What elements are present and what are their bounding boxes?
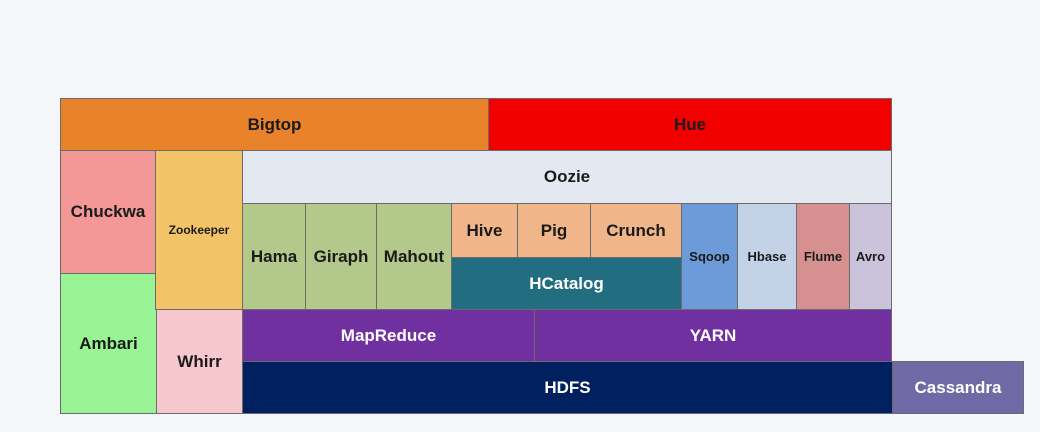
hdfs-block: HDFS — [242, 361, 893, 414]
hdfs-label: HDFS — [544, 377, 591, 397]
zookeeper-block: Zookeeper — [155, 150, 243, 310]
sqoop-block: Sqoop — [681, 203, 738, 310]
crunch-block: Crunch — [590, 203, 682, 258]
zookeeper-label: Zookeeper — [168, 223, 230, 237]
hive-label: Hive — [466, 220, 503, 240]
flume-label: Flume — [803, 249, 843, 264]
hcatalog-block: HCatalog — [451, 257, 682, 310]
cassandra-block: Cassandra — [892, 361, 1024, 414]
whirr-label: Whirr — [177, 351, 222, 371]
crunch-label: Crunch — [606, 220, 666, 240]
whirr-block: Whirr — [156, 309, 243, 414]
mahout-label: Mahout — [383, 246, 445, 266]
hbase-block: Hbase — [737, 203, 797, 310]
ambari-label: Ambari — [79, 333, 138, 353]
avro-label: Avro — [855, 249, 886, 264]
hcatalog-label: HCatalog — [529, 273, 604, 293]
yarn-block: YARN — [534, 309, 892, 362]
oozie-block: Oozie — [242, 150, 892, 204]
mapreduce-label: MapReduce — [340, 325, 437, 345]
giraph-block: Giraph — [305, 203, 377, 310]
hue-block: Hue — [488, 98, 892, 151]
chuckwa-label: Chuckwa — [70, 202, 146, 221]
giraph-label: Giraph — [313, 246, 369, 266]
ambari-block: Ambari — [60, 273, 157, 414]
avro-block: Avro — [849, 203, 892, 310]
hama-label: Hama — [250, 246, 298, 266]
hbase-label: Hbase — [747, 249, 787, 264]
hama-block: Hama — [242, 203, 306, 310]
hive-block: Hive — [451, 203, 518, 258]
cassandra-label: Cassandra — [914, 377, 1002, 397]
flume-block: Flume — [796, 203, 850, 310]
oozie-label: Oozie — [543, 167, 591, 186]
chuckwa-block: Chuckwa — [60, 150, 156, 274]
hue-label: Hue — [673, 114, 707, 134]
mahout-block: Mahout — [376, 203, 452, 310]
yarn-label: YARN — [689, 325, 737, 345]
bigtop-block: Bigtop — [60, 98, 489, 151]
mapreduce-block: MapReduce — [242, 309, 535, 362]
pig-label: Pig — [540, 220, 568, 240]
bigtop-label: Bigtop — [247, 114, 302, 134]
pig-block: Pig — [517, 203, 591, 258]
sqoop-label: Sqoop — [689, 249, 730, 264]
